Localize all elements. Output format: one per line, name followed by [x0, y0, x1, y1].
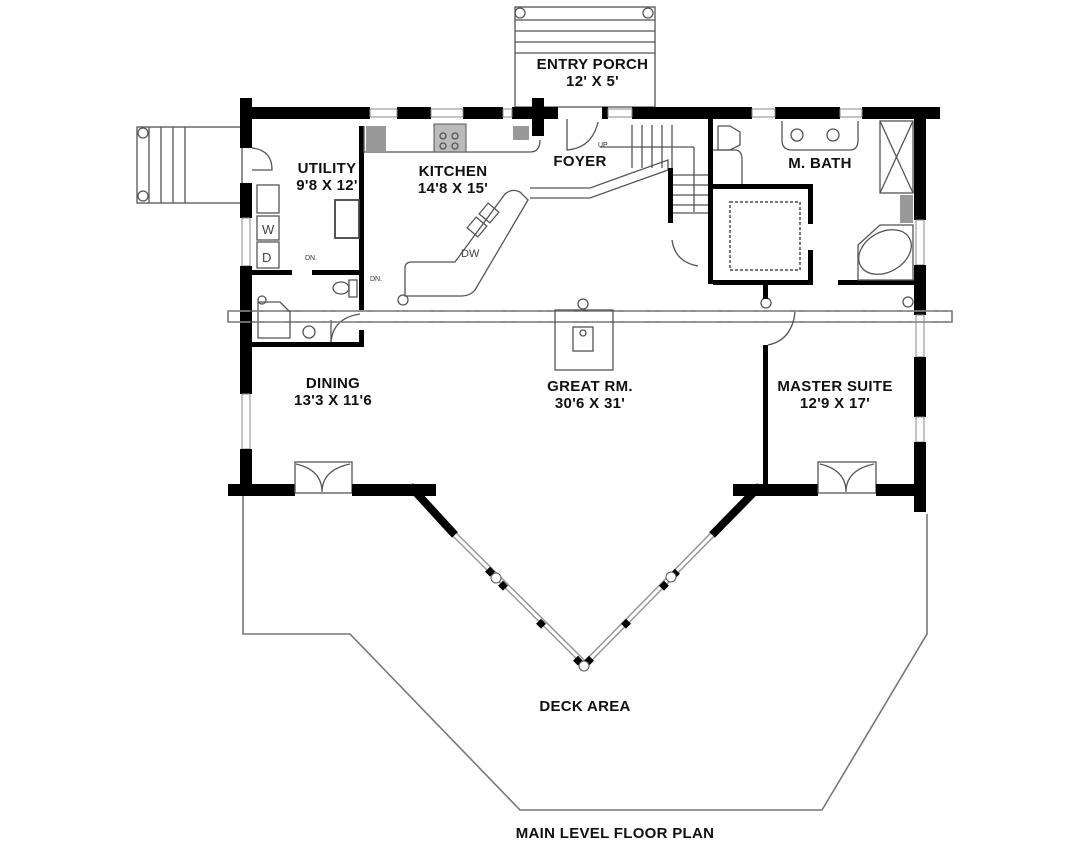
room-name: GREAT RM. [547, 378, 633, 395]
room-label-master-suite: MASTER SUITE 12'9 X 17' [770, 378, 900, 412]
room-size: 12' X 5' [566, 73, 619, 90]
room-label-dining: DINING 13'3 X 11'6 [278, 375, 388, 409]
room-name: MASTER SUITE [777, 378, 893, 395]
room-label-utility: UTILITY 9'8 X 12' [282, 160, 372, 194]
room-size: 9'8 X 12' [296, 177, 358, 194]
room-name: FOYER [553, 153, 607, 170]
dryer-glyph: D [262, 250, 271, 265]
room-name: DECK AREA [539, 698, 631, 715]
room-label-great-room: GREAT RM. 30'6 X 31' [535, 378, 645, 412]
dishwasher-glyph: DW [461, 248, 480, 260]
washer-glyph: W [262, 222, 275, 237]
room-label-kitchen: KITCHEN 14'8 X 15' [398, 163, 508, 197]
side-porch-steps [136, 126, 243, 204]
down-annotation-utility: DN. [305, 255, 318, 262]
room-label-deck: DECK AREA [530, 698, 640, 715]
room-label-entry-porch: ENTRY PORCH 12' X 5' [520, 56, 665, 90]
down-annotation-kitchen: DN. [370, 276, 383, 283]
room-size: 30'6 X 31' [554, 395, 626, 412]
room-size: 12'9 X 17' [799, 395, 871, 412]
plan-title: MAIN LEVEL FLOOR PLAN [515, 825, 715, 842]
v-window-wall [407, 483, 763, 672]
room-name: UTILITY [297, 160, 357, 177]
room-label-master-bath: M. BATH [775, 155, 865, 172]
room-name: M. BATH [788, 155, 852, 172]
room-name: DINING [305, 375, 361, 392]
room-name: KITCHEN [418, 163, 488, 180]
room-size: 13'3 X 11'6 [294, 392, 372, 409]
room-name: ENTRY PORCH [536, 56, 649, 73]
room-size: 14'8 X 15' [417, 180, 489, 197]
entry-porch-steps [514, 6, 656, 108]
up-annotation-stairs: UP [598, 142, 608, 149]
deck-outline [242, 492, 928, 811]
staircase [600, 125, 712, 214]
room-label-foyer: FOYER [540, 153, 620, 170]
